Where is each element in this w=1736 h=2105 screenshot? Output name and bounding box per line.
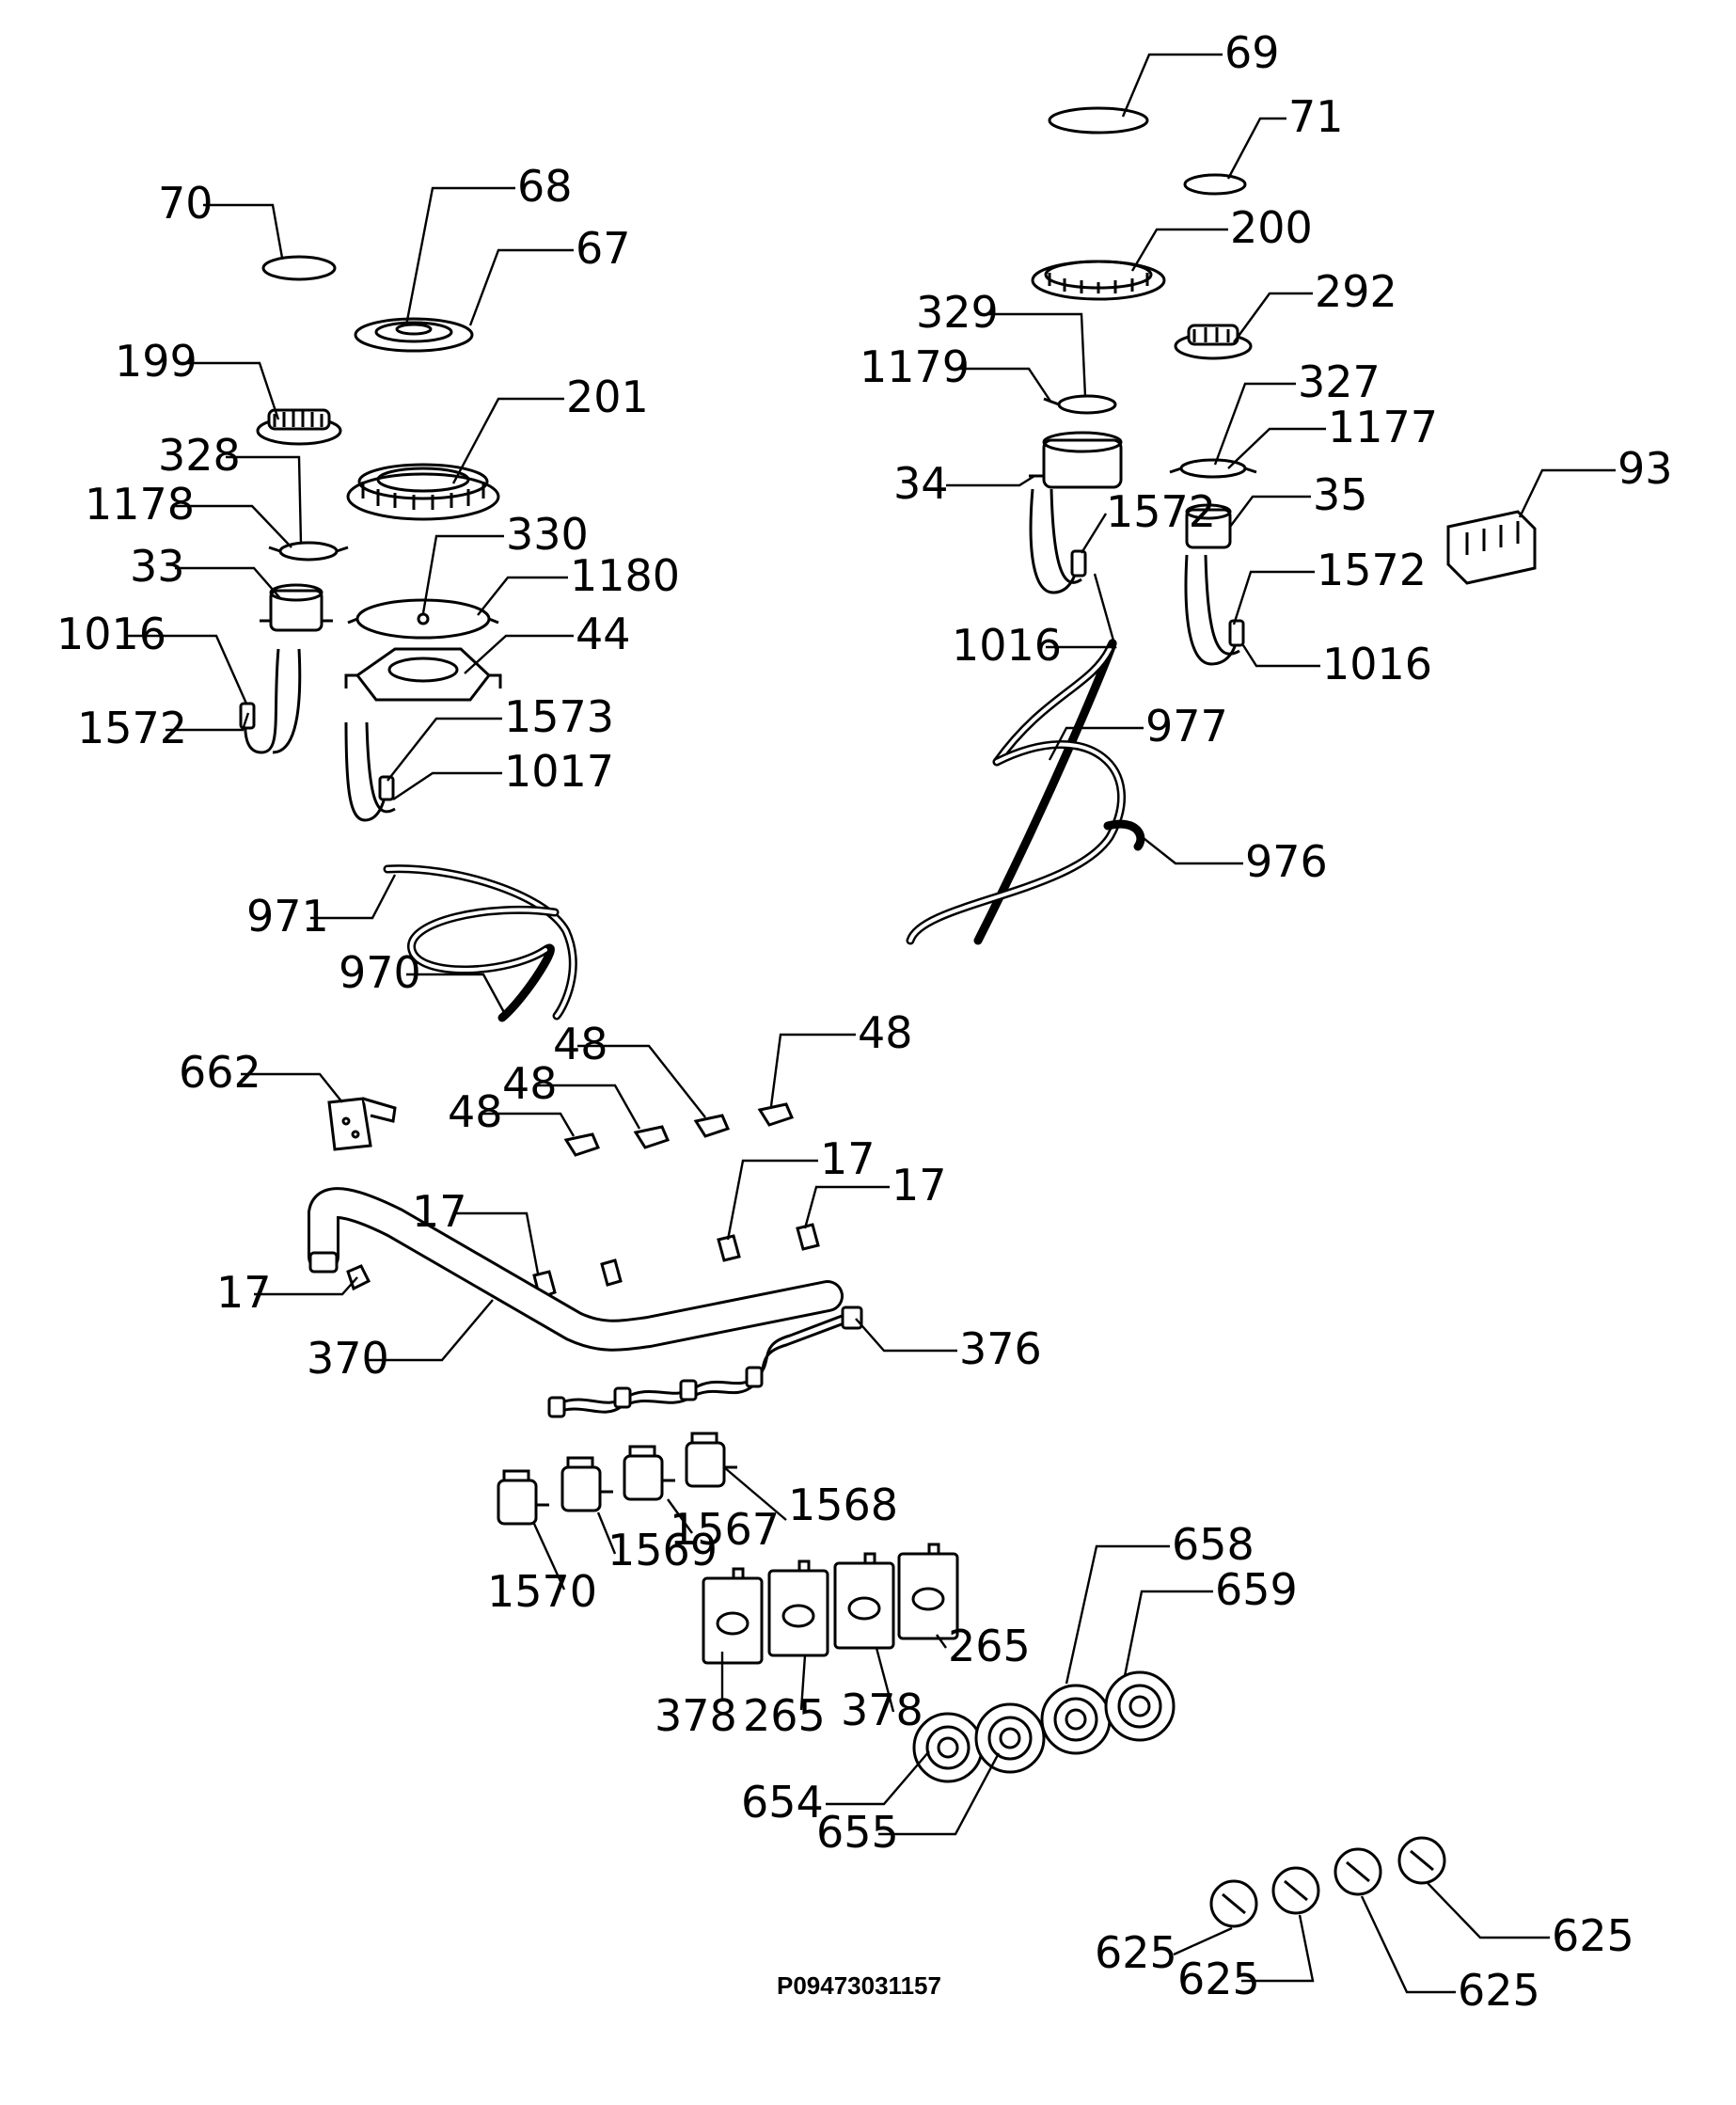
part-1016-1572-thermocouple-right-b [1184, 554, 1245, 666]
callout-17-a: 17 [412, 1186, 467, 1237]
callout-292: 292 [1315, 266, 1397, 317]
part-35-burner-body [1185, 503, 1232, 549]
part-1016-1572-thermocouple-right-a [1029, 488, 1087, 594]
callout-17-d: 17 [216, 1267, 272, 1318]
part-328-1178-spreader-plate [268, 541, 349, 562]
leader-lines [128, 53, 1616, 1994]
callout-658: 658 [1172, 1519, 1255, 1570]
callout-662: 662 [179, 1047, 261, 1098]
callout-1572-b: 1572 [1317, 545, 1427, 595]
callout-48-a: 48 [553, 1019, 608, 1069]
callout-1017: 1017 [504, 746, 614, 797]
callout-1016-c: 1016 [1322, 639, 1432, 689]
part-201-burner-crown-large [346, 463, 500, 521]
callout-199: 199 [115, 336, 197, 387]
callout-35: 35 [1313, 469, 1368, 520]
callout-1572-c: 1572 [77, 703, 187, 753]
part-370-gas-pipe [308, 1187, 844, 1352]
callout-976: 976 [1245, 836, 1328, 887]
part-329-1179-spreader-plate [1043, 394, 1117, 415]
callout-378-b: 378 [841, 1685, 923, 1735]
callout-69: 69 [1224, 27, 1280, 78]
callout-977: 977 [1145, 701, 1228, 752]
part-control-knobs [1209, 1836, 1446, 1928]
part-971-970-gas-hoses-left [383, 864, 577, 1022]
part-376-ignition-harness [547, 1306, 863, 1418]
callout-1177: 1177 [1328, 402, 1438, 452]
part-gas-valves [497, 1432, 737, 1526]
part-knob-rings [912, 1670, 1176, 1783]
part-662-bracket [327, 1097, 397, 1151]
callout-625-b: 625 [1552, 1910, 1634, 1961]
part-330-1180-gasket-ring [347, 598, 499, 640]
callout-1568: 1568 [788, 1480, 898, 1530]
callout-327: 327 [1298, 356, 1381, 407]
callout-1179: 1179 [860, 341, 970, 392]
callout-labels: 69 71 70 68 67 200 329 292 199 1179 201 … [56, 27, 1673, 2016]
part-34-burner-cup [1029, 431, 1123, 489]
part-1016-1572-thermocouple-left [239, 648, 302, 754]
callout-33: 33 [130, 541, 185, 592]
callout-17-c: 17 [892, 1160, 947, 1211]
callout-48-b: 48 [858, 1007, 913, 1058]
callout-67: 67 [576, 223, 631, 274]
part-44-burner-base [344, 647, 502, 702]
callout-370: 370 [307, 1333, 389, 1384]
callout-970: 970 [339, 947, 421, 998]
callout-1016-b: 1016 [952, 620, 1062, 671]
callout-625-c: 625 [1458, 1965, 1540, 2016]
callout-71: 71 [1288, 91, 1344, 142]
part-327-1177-spreader-plate [1169, 458, 1257, 479]
parts-illustration [239, 106, 1537, 1928]
part-199-burner-crown-small [256, 408, 342, 446]
callout-625-d: 625 [1177, 1954, 1260, 2004]
part-200-burner-crown [1031, 260, 1166, 301]
callout-1178: 1178 [85, 479, 195, 530]
callout-659: 659 [1215, 1564, 1298, 1615]
callout-330: 330 [506, 509, 589, 560]
callout-1180: 1180 [570, 550, 680, 601]
part-69-burner-cap-large [1048, 106, 1149, 135]
callout-70: 70 [158, 178, 213, 229]
part-977-976-gas-hoses-right [906, 639, 1145, 945]
callout-1567: 1567 [670, 1504, 780, 1555]
callout-17-b: 17 [820, 1133, 876, 1184]
callout-1573: 1573 [504, 691, 614, 742]
part-292-burner-crown-small [1174, 324, 1253, 360]
drawing-code: P09473031157 [777, 1971, 941, 2000]
callout-68: 68 [517, 161, 573, 212]
callout-329: 329 [916, 287, 999, 338]
callout-93: 93 [1618, 443, 1673, 494]
part-1017-1573-thermocouple-center [344, 721, 396, 822]
callout-201: 201 [566, 372, 649, 422]
callout-376: 376 [959, 1323, 1042, 1374]
callout-265-b: 265 [743, 1690, 826, 1741]
callout-328: 328 [158, 430, 241, 481]
callout-34: 34 [893, 458, 949, 509]
part-33-burner-body [260, 583, 333, 632]
callout-1570: 1570 [487, 1566, 597, 1617]
callout-971: 971 [246, 891, 329, 942]
part-71-burner-cap-small [1183, 173, 1247, 196]
part-control-bezels [702, 1543, 959, 1665]
callout-265-a: 265 [948, 1621, 1031, 1671]
part-48-clips [563, 1102, 795, 1157]
part-93-terminal-block [1446, 510, 1537, 585]
callout-625-a: 625 [1095, 1927, 1177, 1978]
callout-48-c: 48 [502, 1058, 558, 1109]
part-70-burner-cap-small [261, 255, 337, 281]
part-67-68-burner-cap-large [354, 317, 474, 353]
callout-1572-a: 1572 [1106, 486, 1216, 537]
callout-654: 654 [741, 1777, 824, 1828]
callout-48-d: 48 [448, 1086, 503, 1137]
callout-1016-a: 1016 [56, 609, 166, 659]
callout-1569: 1569 [608, 1525, 718, 1575]
callout-655: 655 [816, 1807, 899, 1858]
callout-378-a: 378 [655, 1690, 737, 1741]
callout-44: 44 [576, 609, 631, 659]
callout-200: 200 [1230, 202, 1313, 253]
